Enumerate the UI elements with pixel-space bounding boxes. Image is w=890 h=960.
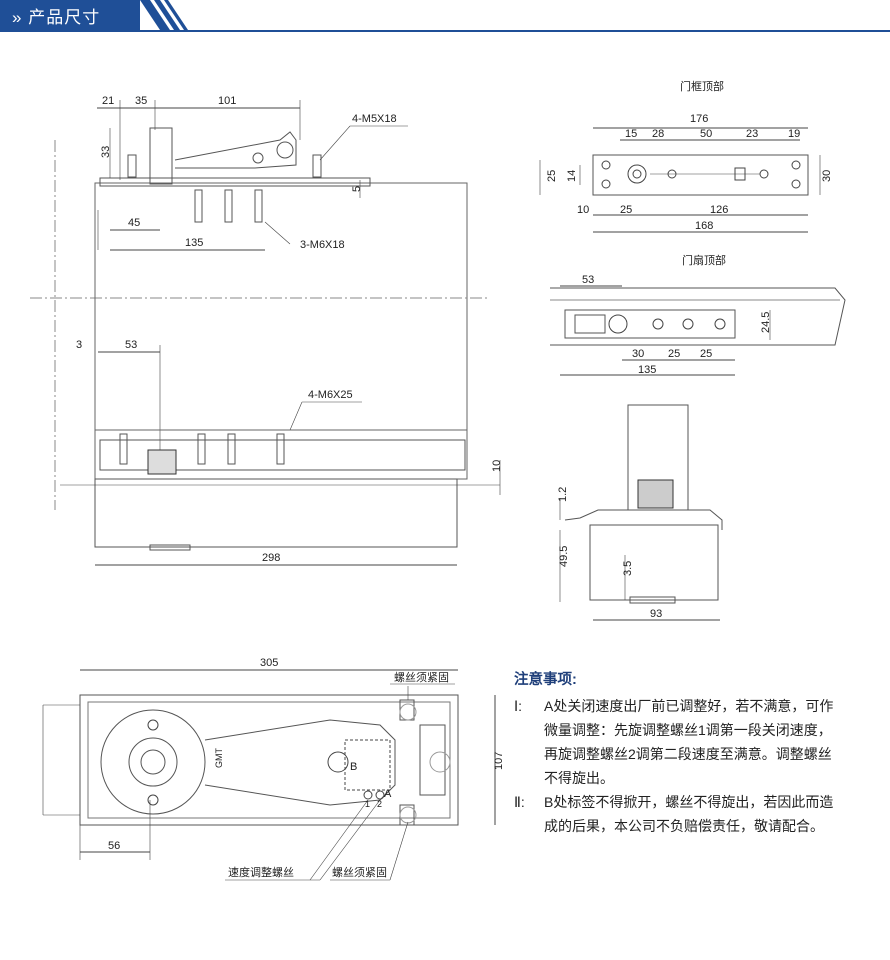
dim-24-5: 24.5	[760, 312, 772, 333]
section-view	[559, 404, 723, 621]
banner-bar	[0, 0, 140, 30]
dim-101: 101	[218, 95, 236, 107]
mark-1: 1	[365, 799, 370, 809]
label-screws-bottom: 4-M6X25	[308, 389, 353, 401]
leaf-view-title: 门扇顶部	[682, 253, 726, 267]
dim-25-leaf-a: 25	[668, 348, 680, 360]
note-number: Ⅱ:	[514, 794, 525, 810]
leaf-view-labels: 门扇顶部 53 24.5 30 25 25 135	[582, 253, 772, 376]
dim-53-leaf: 53	[582, 274, 594, 286]
dim-1-2: 1.2	[557, 487, 569, 502]
dim-3: 3	[76, 339, 82, 351]
notes-panel: 注意事项: Ⅰ: A处关闭速度出厂前已调整好，若不满意，可作微量调整：先旋调整螺…	[514, 668, 844, 838]
dim-25-left: 25	[546, 170, 558, 182]
notes-title: 注意事项:	[514, 672, 577, 688]
dim-28: 28	[652, 128, 664, 140]
section-view-labels: 1.2 49.5 3.5 93	[557, 487, 662, 620]
frame-top-view	[539, 127, 821, 233]
dim-93: 93	[650, 608, 662, 620]
plan-view-labels: 305 107 56 螺丝须紧固 速度调整螺丝 螺丝须紧固 B A 1 2 GM…	[108, 657, 505, 879]
dim-135: 135	[185, 237, 203, 249]
banner-title: » 产品尺寸	[12, 8, 101, 27]
mark-b: B	[350, 761, 357, 773]
brand-mark: GMT	[214, 748, 224, 768]
dim-3-5: 3.5	[622, 561, 634, 576]
chevrons-icon: »	[12, 8, 23, 27]
dim-176: 176	[690, 113, 708, 125]
label-tighten-top: 螺丝须紧固	[394, 671, 449, 684]
dim-50: 50	[700, 128, 712, 140]
dim-298: 298	[262, 552, 280, 564]
note-text: B处标签不得掀开，螺丝不得旋出，若因此而造成的后果，本公司不负赔偿责任，敬请配合…	[544, 794, 834, 834]
dim-45: 45	[128, 217, 140, 229]
dim-21: 21	[102, 95, 114, 107]
plan-view	[42, 669, 496, 881]
label-screws-mid: 3-M6X18	[300, 239, 345, 251]
dim-25-frame: 25	[620, 204, 632, 216]
label-speed-screw: 速度调整螺丝	[228, 865, 294, 879]
dim-10-frame: 10	[577, 204, 589, 216]
mark-a: A	[384, 788, 392, 800]
dim-10: 10	[491, 460, 503, 472]
dim-56: 56	[108, 840, 120, 852]
banner-stripes	[140, 0, 188, 30]
dim-5: 5	[351, 186, 363, 192]
section-banner: » 产品尺寸	[0, 0, 890, 34]
dim-33: 33	[100, 146, 112, 158]
dim-305: 305	[260, 657, 278, 669]
banner-underline	[0, 30, 890, 32]
dim-30-leaf: 30	[632, 348, 644, 360]
note-item: Ⅱ: B处标签不得掀开，螺丝不得旋出，若因此而造成的后果，本公司不负赔偿责任，敬…	[514, 790, 844, 838]
frame-view-labels: 门框顶部 176 15 28 50 23 19 25 14 30 10 25 1…	[546, 79, 833, 232]
side-view	[30, 100, 501, 566]
dim-168: 168	[695, 220, 713, 232]
mark-2: 2	[377, 799, 382, 809]
dim-14: 14	[566, 170, 578, 182]
dim-23: 23	[746, 128, 758, 140]
note-number: Ⅰ:	[514, 698, 523, 714]
note-text: A处关闭速度出厂前已调整好，若不满意，可作微量调整：先旋调整螺丝1调第一段关闭速…	[544, 698, 834, 786]
dim-49-5: 49.5	[558, 546, 570, 567]
dim-30-right: 30	[821, 170, 833, 182]
dim-15: 15	[625, 128, 637, 140]
dim-35: 35	[135, 95, 147, 107]
note-item: Ⅰ: A处关闭速度出厂前已调整好，若不满意，可作微量调整：先旋调整螺丝1调第一段…	[514, 694, 844, 790]
dim-19: 19	[788, 128, 800, 140]
side-view-labels: 21 35 101 33 4-M5X18 5 45 135 3-M6X18 3 …	[76, 95, 503, 564]
dim-126: 126	[710, 204, 728, 216]
dim-135-leaf: 135	[638, 364, 656, 376]
dim-25-leaf-b: 25	[700, 348, 712, 360]
dim-53: 53	[125, 339, 137, 351]
leaf-top-view	[550, 285, 846, 376]
dim-107: 107	[493, 752, 505, 770]
label-screws-top: 4-M5X18	[352, 113, 397, 125]
frame-view-title: 门框顶部	[680, 79, 724, 93]
label-tighten-bottom: 螺丝须紧固	[332, 866, 387, 879]
